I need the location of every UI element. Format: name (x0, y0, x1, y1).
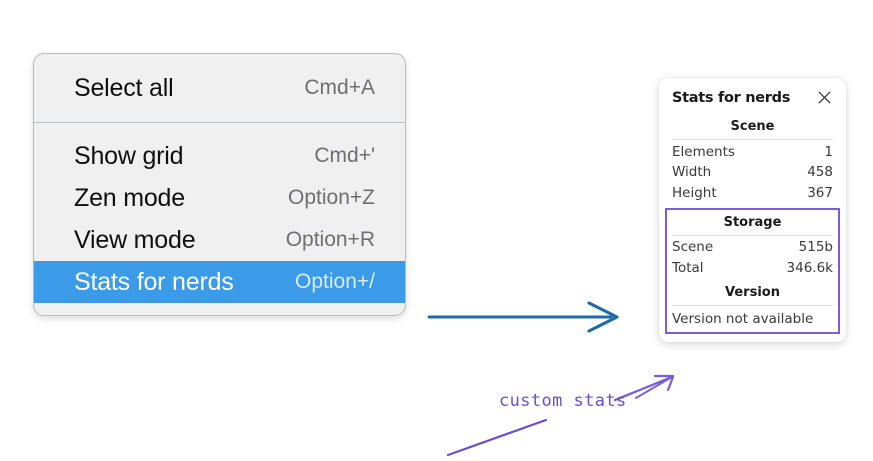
section-heading-version: Version (725, 284, 780, 300)
stats-panel-header: Stats for nerds (672, 89, 833, 106)
purple-underline-stroke (446, 418, 548, 457)
stat-row: Height 367 (672, 184, 833, 205)
stat-row: Scene 515b (672, 238, 833, 259)
stat-label: Scene (672, 239, 714, 256)
menu-item-shortcut: Option+/ (295, 270, 375, 293)
stats-section-storage: Storage Scene 515b Total 346.6k (672, 210, 833, 280)
section-divider (672, 139, 833, 140)
stat-label: Total (672, 260, 704, 277)
stats-for-nerds-panel: Stats for nerds Scene Elements 1 Width 4… (659, 78, 846, 342)
stat-value: 458 (807, 164, 833, 181)
menu-item-label: Stats for nerds (74, 267, 234, 296)
stat-row: Width 458 (672, 163, 833, 184)
version-value: Version not available (672, 310, 814, 327)
context-menu[interactable]: Select all Cmd+A Show grid Cmd+' Zen mod… (33, 53, 406, 316)
stats-section-version: Version Version not available (672, 280, 833, 328)
menu-item-view-mode[interactable]: View mode Option+R (34, 219, 405, 261)
menu-item-label: Show grid (74, 141, 184, 170)
panel-title: Stats for nerds (672, 89, 791, 106)
menu-item-zen-mode[interactable]: Zen mode Option+Z (34, 177, 405, 219)
section-heading-scene: Scene (730, 119, 775, 134)
custom-stats-highlight-box: Storage Scene 515b Total 346.6k Version … (665, 207, 840, 334)
stat-value: 1 (824, 143, 833, 160)
menu-item-label: Select all (74, 73, 174, 102)
menu-divider (34, 122, 405, 123)
stat-row: Total 346.6k (672, 259, 833, 280)
stat-label: Width (672, 164, 712, 181)
menu-item-stats-for-nerds[interactable]: Stats for nerds Option+/ (34, 261, 405, 303)
stat-value: 346.6k (786, 260, 833, 277)
menu-item-shortcut: Option+R (285, 228, 375, 251)
section-divider (672, 234, 833, 236)
menu-item-shortcut: Option+Z (288, 186, 375, 209)
stat-value: 367 (807, 185, 833, 202)
stat-value: 515b (798, 239, 833, 256)
stat-label: Elements (672, 143, 735, 160)
menu-item-select-all[interactable]: Select all Cmd+A (34, 67, 405, 109)
menu-group-primary: Select all Cmd+A (34, 54, 405, 122)
menu-item-show-grid[interactable]: Show grid Cmd+' (34, 135, 405, 177)
blue-arrow-annotation (427, 301, 619, 333)
annotation-label-custom-stats: custom stats (499, 391, 627, 411)
menu-item-label: View mode (74, 225, 196, 254)
close-icon[interactable] (816, 89, 833, 106)
menu-item-label: Zen mode (74, 183, 185, 212)
menu-item-shortcut: Cmd+' (314, 144, 375, 167)
section-divider (672, 304, 833, 306)
section-heading-storage: Storage (723, 214, 782, 230)
stats-section-scene: Scene Elements 1 Width 458 Height 367 (672, 114, 833, 205)
stat-label: Height (672, 185, 717, 202)
menu-group-secondary: Show grid Cmd+' Zen mode Option+Z View m… (34, 123, 405, 315)
menu-item-shortcut: Cmd+A (304, 76, 375, 99)
stat-row: Elements 1 (672, 142, 833, 163)
